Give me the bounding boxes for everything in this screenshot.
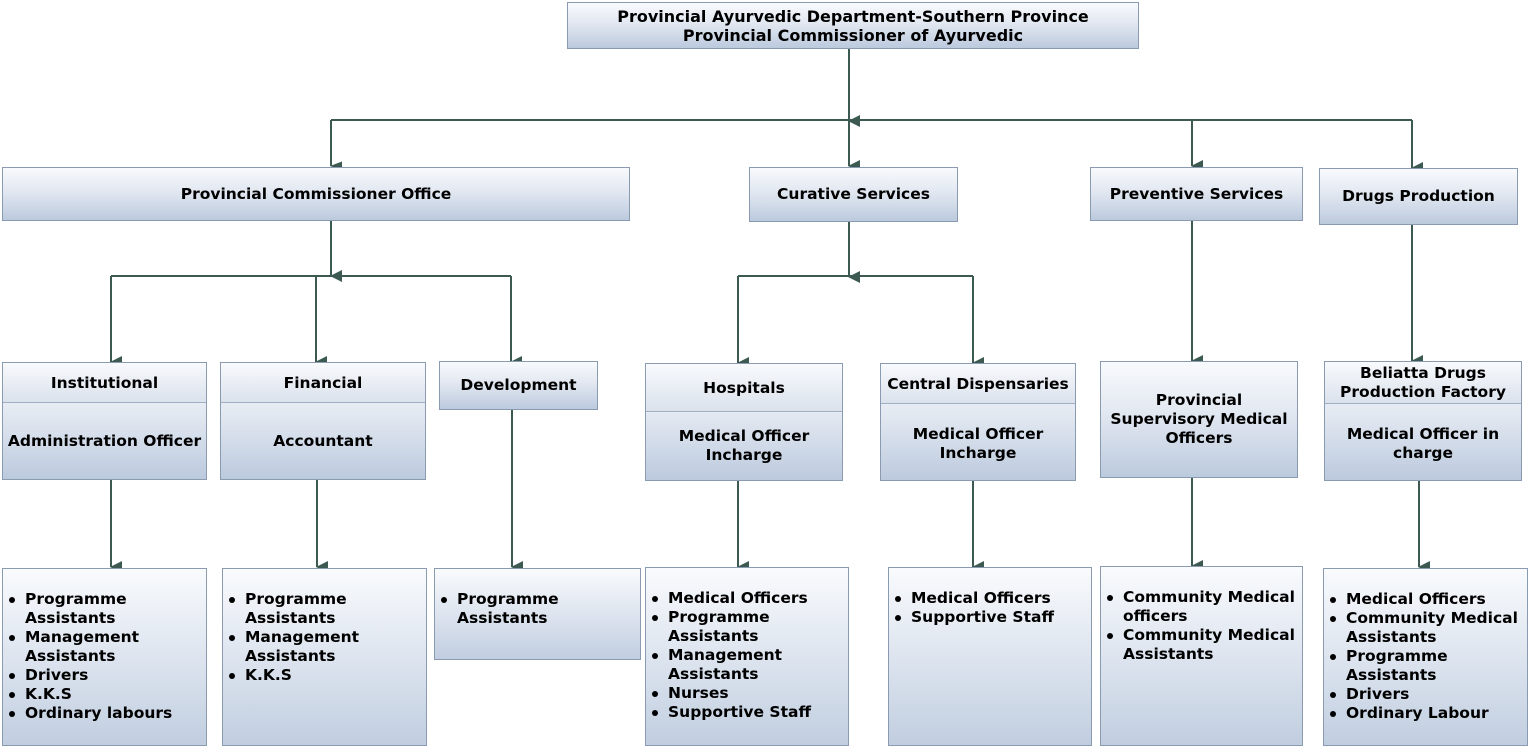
node-drugs-production: Drugs Production [1319, 168, 1518, 225]
staff-item: Management Assistants [227, 628, 422, 666]
root-title: Provincial Ayurvedic Department-Southern… [617, 6, 1089, 26]
node-development: Development [439, 361, 598, 410]
node-financial-role: Accountant [273, 431, 373, 450]
node-dispensaries-role-line1: Medical Officer [912, 425, 1044, 443]
staff-item: Drivers [1328, 685, 1523, 704]
staff-item: Community Medical Assistants [1328, 609, 1523, 647]
node-beliatta-factory: Beliatta Drugs Production Factory Medica… [1324, 361, 1522, 481]
node-financial-title: Financial [221, 363, 425, 403]
staff-item: Nurses [650, 684, 844, 703]
staff-item: Community Medical Assistants [1105, 626, 1298, 664]
node-factory-title-line2: Production Factory [1340, 383, 1506, 401]
staff-item: Drivers [7, 666, 202, 685]
node-commissioner-office: Provincial Commissioner Office [2, 167, 630, 221]
node-hospitals-title: Hospitals [646, 364, 842, 412]
node-curative-services: Curative Services [749, 167, 958, 222]
staff-item: Management Assistants [650, 646, 844, 684]
node-supervisory-line2: Supervisory Medical [1110, 410, 1288, 428]
staff-item: Medical Officers [893, 589, 1087, 608]
node-dispensaries-role: Medical Officer Incharge [881, 404, 1075, 480]
node-dispensaries-role-line2: Incharge [939, 444, 1017, 462]
staff-item: Community Medical officers [1105, 588, 1298, 626]
node-supervisory-line1: Provincial [1155, 391, 1243, 409]
node-institutional: Institutional Administration Officer [2, 362, 207, 480]
node-institutional-role: Administration Officer [7, 431, 202, 450]
node-factory-title-line1: Beliatta Drugs [1360, 364, 1486, 382]
staff-item: Medical Officers [1328, 590, 1523, 609]
node-hospitals-role-line2: Incharge [705, 446, 783, 464]
staff-item: Medical Officers [650, 589, 844, 608]
root-node: Provincial Ayurvedic Department-Southern… [567, 2, 1139, 49]
staff-item: Programme Assistants [439, 590, 636, 628]
node-factory-role-line1: Medical Officer in [1346, 425, 1500, 443]
node-factory-role-line2: charge [1393, 444, 1453, 462]
staff-item: Supportive Staff [893, 608, 1087, 627]
root-subtitle: Provincial Commissioner of Ayurvedic [682, 25, 1024, 45]
node-supervisory-officers: Provincial Supervisory Medical Officers [1100, 361, 1298, 478]
staff-item: Programme Assistants [650, 608, 844, 646]
node-hospitals-role-line1: Medical Officer [678, 427, 810, 445]
node-hospitals-role: Medical Officer Incharge [646, 412, 842, 480]
staff-item: Ordinary labours [7, 704, 202, 723]
node-factory-title: Beliatta Drugs Production Factory [1325, 362, 1521, 404]
staff-item: Programme Assistants [227, 590, 422, 628]
staff-item: K.K.S [7, 685, 202, 704]
node-hospitals: Hospitals Medical Officer Incharge [645, 363, 843, 481]
node-dispensaries-title: Central Dispensaries [881, 364, 1075, 404]
node-supervisory-line3: Officers [1165, 429, 1233, 447]
staff-item: Programme Assistants [1328, 647, 1523, 685]
node-preventive-services: Preventive Services [1090, 167, 1303, 221]
staff-item: Ordinary Labour [1328, 704, 1523, 723]
node-institutional-title: Institutional [3, 363, 206, 403]
node-financial: Financial Accountant [220, 362, 426, 480]
node-factory-role: Medical Officer in charge [1325, 404, 1521, 480]
staff-item: Management Assistants [7, 628, 202, 666]
node-central-dispensaries: Central Dispensaries Medical Officer Inc… [880, 363, 1076, 481]
staff-item: Supportive Staff [650, 703, 844, 722]
staff-list-development: Programme Assistants [434, 568, 641, 660]
staff-item: Programme Assistants [7, 590, 202, 628]
staff-item: K.K.S [227, 666, 422, 685]
